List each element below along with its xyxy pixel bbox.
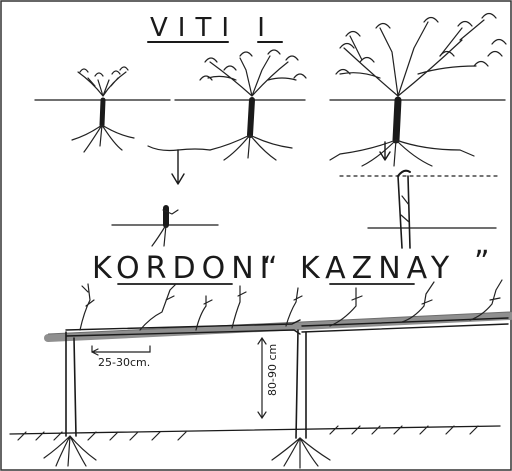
title-viti: VITI I xyxy=(150,13,275,43)
vine-large xyxy=(329,12,507,167)
pruned-stub xyxy=(111,205,219,247)
cordon-arm-right xyxy=(301,317,509,333)
spurs xyxy=(79,279,503,331)
spacing-bracket xyxy=(91,345,151,356)
vine-small xyxy=(34,66,171,153)
trunk-left xyxy=(65,331,77,437)
height-bracket xyxy=(257,336,267,420)
trunk-right xyxy=(295,329,307,439)
roots-left xyxy=(43,435,97,467)
soil-hatching xyxy=(17,425,479,441)
cordon-arm-left xyxy=(65,319,301,337)
connector xyxy=(147,145,211,152)
arrow-left xyxy=(171,149,185,185)
title-cordon-quote-open: “ xyxy=(262,251,284,286)
title-cordon-part2: KAZNAY xyxy=(300,251,455,286)
roots-right xyxy=(271,437,331,469)
trellis-wire-edge xyxy=(47,311,511,335)
title-cordon-quote-close: ” xyxy=(474,245,496,280)
height-label: 80-90 cm xyxy=(266,344,279,396)
spacing-label: 25-30cm. xyxy=(98,356,150,369)
ground-line xyxy=(9,425,501,435)
title-cordon-part1: KORDONI xyxy=(92,251,275,286)
vine-medium xyxy=(174,49,307,161)
pruned-trunk xyxy=(339,169,501,249)
arrow-right xyxy=(379,141,391,161)
